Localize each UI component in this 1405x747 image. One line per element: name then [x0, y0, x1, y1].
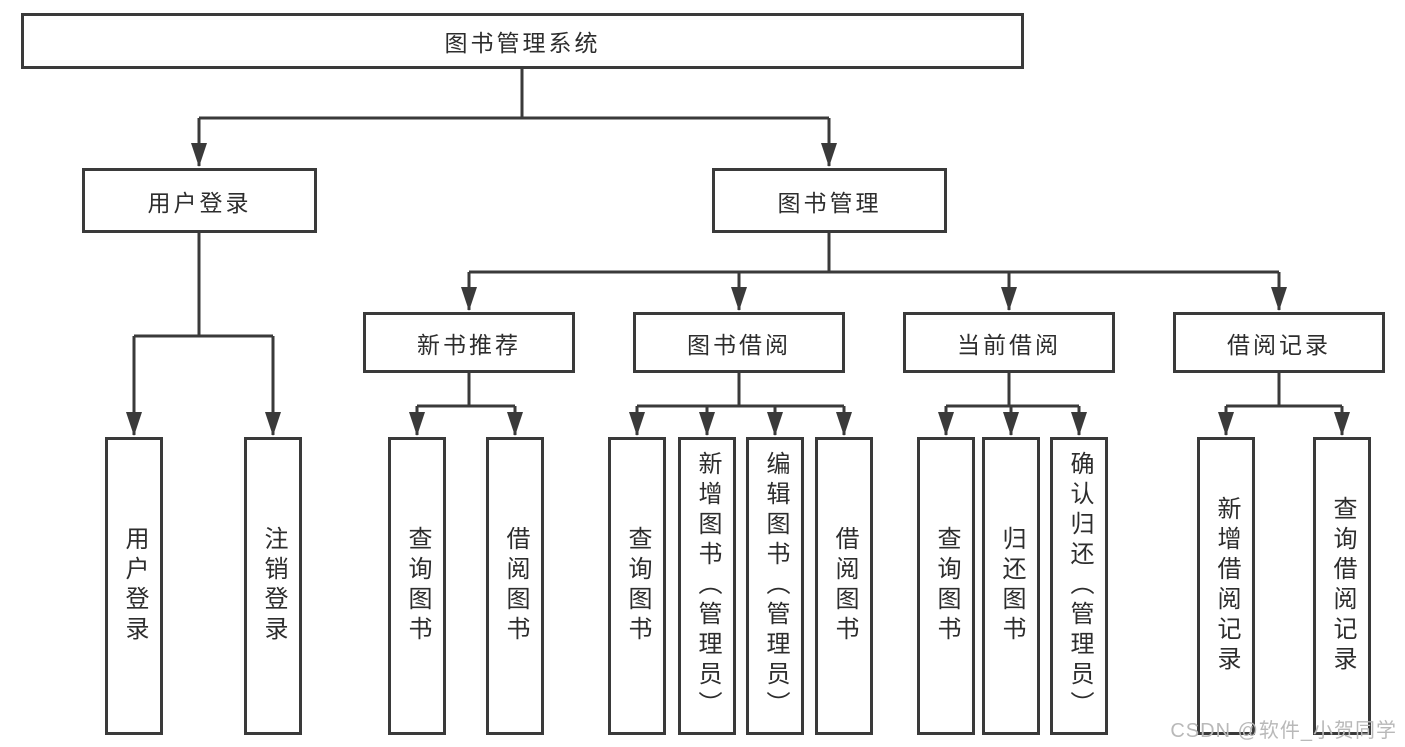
node-label: 图书管理: [777, 189, 882, 216]
node-label: 注销登录: [260, 526, 287, 646]
node-library-management-system: 图书管理系统: [21, 13, 1024, 69]
node-br-query-record: 查询借阅记录: [1313, 437, 1371, 735]
node-label: 借阅图书: [502, 526, 529, 646]
node-user-login-action: 用户登录: [105, 437, 163, 735]
node-label: 借阅图书: [831, 526, 858, 646]
node-label: 借阅记录: [1227, 331, 1331, 358]
node-logout-action: 注销登录: [244, 437, 302, 735]
node-bb-edit-books-admin: 编辑图书（管理员）: [746, 437, 804, 735]
node-label: 编辑图书（管理员）: [762, 451, 789, 721]
node-label: 当前借阅: [957, 331, 1061, 358]
node-borrowing-records: 借阅记录: [1173, 312, 1385, 373]
node-label: 用户登录: [121, 526, 148, 646]
node-label: 查询图书: [404, 526, 431, 646]
node-label: 新增图书（管理员）: [694, 451, 721, 721]
node-label: 图书借阅: [687, 331, 791, 358]
node-label: 图书管理系统: [444, 30, 601, 56]
node-cb-confirm-return-admin: 确认归还（管理员）: [1050, 437, 1108, 735]
node-label: 新书推荐: [417, 331, 521, 358]
node-book-management: 图书管理: [712, 168, 947, 233]
node-nbr-query-books: 查询图书: [388, 437, 446, 735]
node-book-borrowing: 图书借阅: [633, 312, 845, 373]
node-label: 查询图书: [624, 526, 651, 646]
node-label: 归还图书: [998, 526, 1025, 646]
node-new-book-recommendation: 新书推荐: [363, 312, 575, 373]
node-current-borrowing: 当前借阅: [903, 312, 1115, 373]
node-label: 新增借阅记录: [1213, 496, 1240, 676]
node-label: 确认归还（管理员）: [1066, 451, 1093, 721]
node-user-login: 用户登录: [82, 168, 317, 233]
node-label: 用户登录: [147, 189, 252, 216]
node-cb-query-books: 查询图书: [917, 437, 975, 735]
node-cb-return-books: 归还图书: [982, 437, 1040, 735]
node-bb-borrow-books: 借阅图书: [815, 437, 873, 735]
node-label: 查询图书: [933, 526, 960, 646]
node-label: 查询借阅记录: [1329, 496, 1356, 676]
csdn-watermark: CSDN @软件_小贺同学: [1170, 720, 1397, 742]
node-br-add-record: 新增借阅记录: [1197, 437, 1255, 735]
node-nbr-borrow-books: 借阅图书: [486, 437, 544, 735]
node-bb-add-books-admin: 新增图书（管理员）: [678, 437, 736, 735]
node-bb-query-books: 查询图书: [608, 437, 666, 735]
